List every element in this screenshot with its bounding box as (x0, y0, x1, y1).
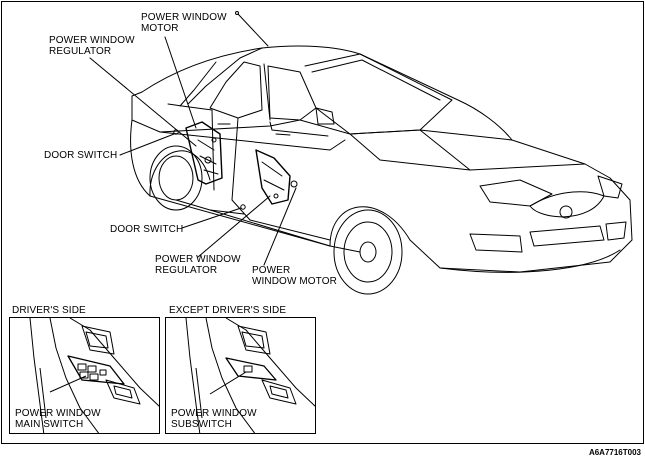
inset-driver-side: POWER WINDOW MAIN SWITCH (9, 317, 160, 434)
label-power-window-subswitch: POWER WINDOW SUBSWITCH (171, 408, 257, 430)
diagram-frame (1, 1, 644, 444)
main-switch-illustration (29, 318, 159, 433)
label-power-window-motor-bottom: POWER WINDOW MOTOR (252, 265, 337, 287)
inset-title-driver: DRIVER'S SIDE (12, 305, 86, 316)
inset-except-driver-side: POWER WINDOW SUBSWITCH (165, 317, 316, 434)
inset-title-except-driver: EXCEPT DRIVER'S SIDE (169, 305, 287, 316)
label-power-window-motor-top: POWER WINDOW MOTOR (141, 12, 227, 34)
subswitch-illustration (185, 318, 315, 433)
label-door-switch-right: DOOR SWITCH (110, 224, 184, 235)
label-power-window-main-switch: POWER WINDOW MAIN SWITCH (15, 408, 101, 430)
label-power-window-regulator-top: POWER WINDOW REGULATOR (49, 35, 135, 57)
label-door-switch-left: DOOR SWITCH (44, 150, 118, 161)
figure-code: A6A7716T003 (588, 448, 641, 457)
label-power-window-regulator-bottom: POWER WINDOW REGULATOR (155, 254, 241, 276)
